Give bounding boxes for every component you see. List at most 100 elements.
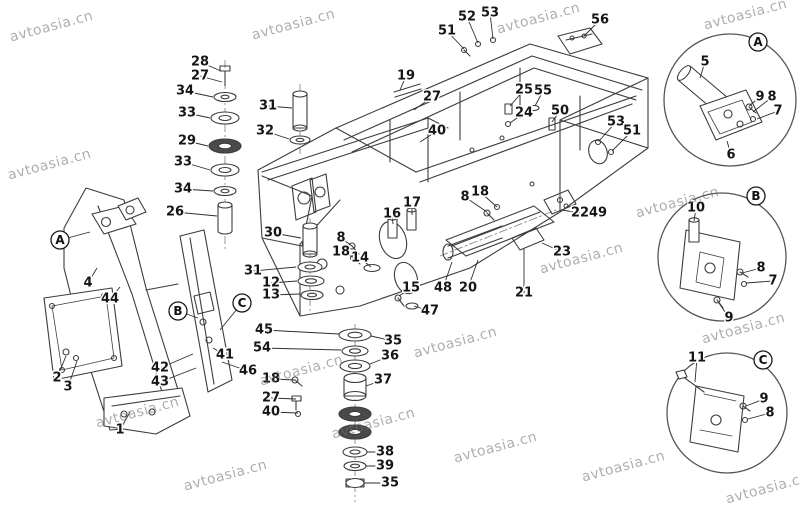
part-label: 12 — [262, 276, 280, 291]
leader-line — [270, 293, 301, 296]
leader-line — [442, 261, 453, 289]
leader-line — [67, 360, 78, 388]
part-label: 42 — [151, 361, 169, 376]
part-label: 35 — [384, 334, 402, 349]
part-label: 31 — [244, 264, 262, 279]
bolt-7 — [740, 280, 748, 288]
leader-line — [270, 280, 298, 284]
leader-line — [726, 140, 732, 156]
callout-letter: A — [55, 233, 65, 247]
leader-line — [413, 96, 433, 111]
leader-line — [184, 90, 214, 98]
callout-letter: B — [751, 189, 760, 203]
washer-33 — [210, 163, 240, 177]
part-label: 54 — [253, 341, 271, 356]
leader-line — [748, 96, 761, 107]
frame-oval-hole — [588, 139, 608, 165]
leader-line — [186, 112, 211, 119]
leader-line — [571, 205, 599, 214]
part-label: 13 — [262, 288, 280, 303]
plate — [679, 229, 741, 301]
washer-13 — [300, 289, 324, 301]
washer-33 — [210, 111, 240, 125]
washer-45 — [338, 328, 372, 342]
part-label: 40 — [428, 124, 446, 139]
leader-line — [745, 280, 774, 284]
part-label: 3 — [63, 380, 72, 395]
leader-line — [467, 259, 479, 289]
part-label: 52 — [458, 10, 476, 25]
mounting-plate — [43, 287, 123, 381]
callout-circle — [232, 293, 252, 313]
leader-line — [221, 361, 249, 372]
part-label: 33 — [174, 155, 192, 170]
part-label: 23 — [553, 245, 571, 260]
part-label: 17 — [403, 196, 421, 211]
leader-line — [365, 379, 384, 387]
leader-line — [264, 130, 290, 140]
part-label: 36 — [381, 349, 399, 364]
callout-letter: A — [753, 35, 763, 49]
washer-34 — [213, 185, 237, 197]
leader-line — [359, 257, 372, 268]
leader-line — [212, 347, 226, 356]
bolt-8 — [741, 416, 749, 424]
part-label: 16 — [383, 207, 401, 222]
leader-line — [263, 329, 340, 335]
leader-line — [261, 347, 342, 351]
pin-26 — [217, 204, 233, 235]
part-label: 55 — [534, 84, 552, 99]
part-label: 35 — [381, 476, 399, 491]
callout-letter: C — [759, 353, 768, 367]
washer-34 — [213, 91, 237, 103]
frame-oval-hole — [378, 220, 408, 260]
leader-line — [583, 19, 601, 37]
center-pin-stack — [297, 218, 381, 312]
leader-line — [398, 287, 412, 297]
leader-line — [747, 412, 771, 420]
part-label: 34 — [174, 182, 192, 197]
detail-circle-a — [663, 33, 797, 167]
leader-line — [340, 251, 354, 258]
bolt-8 — [749, 115, 757, 123]
callout-circle — [50, 230, 70, 250]
callout-letter: B — [173, 304, 182, 318]
leader-line — [267, 105, 293, 109]
part-label: 33 — [178, 106, 196, 121]
leader-line — [270, 397, 297, 400]
main-frame — [257, 43, 649, 317]
part-label: 20 — [459, 281, 477, 296]
leader-line — [756, 110, 779, 120]
bolt-40 — [294, 410, 302, 418]
callout-letter: C — [238, 296, 247, 310]
bolt-8 — [736, 268, 744, 276]
leader-line — [479, 191, 498, 208]
leader-line — [109, 286, 121, 300]
part-label: 45 — [255, 323, 273, 338]
part-label: 9 — [724, 311, 733, 326]
bracket-56 — [557, 27, 603, 55]
leader-line — [752, 96, 773, 113]
part-label: 19 — [397, 69, 415, 84]
part-label: 46 — [239, 364, 257, 379]
washer-12 — [297, 275, 325, 287]
washer-14 — [363, 263, 381, 273]
part-label: 21 — [515, 286, 533, 301]
part-label: 49 — [589, 206, 607, 221]
leader-line — [741, 267, 762, 274]
leader-line — [391, 213, 394, 225]
washer-31 — [297, 261, 323, 273]
top-deck-hardware — [393, 27, 615, 156]
bolt-18 — [349, 254, 357, 262]
part-label: 25 — [515, 83, 533, 98]
part-label: 39 — [376, 459, 394, 474]
base-foot — [103, 387, 191, 435]
part-label: 38 — [376, 445, 394, 460]
part-label: 34 — [176, 84, 194, 99]
part-label: 6 — [726, 148, 735, 163]
part-label: 7 — [768, 274, 777, 289]
part-label: 14 — [351, 251, 369, 266]
leader-line — [466, 16, 479, 44]
part-label: 18 — [262, 372, 280, 387]
